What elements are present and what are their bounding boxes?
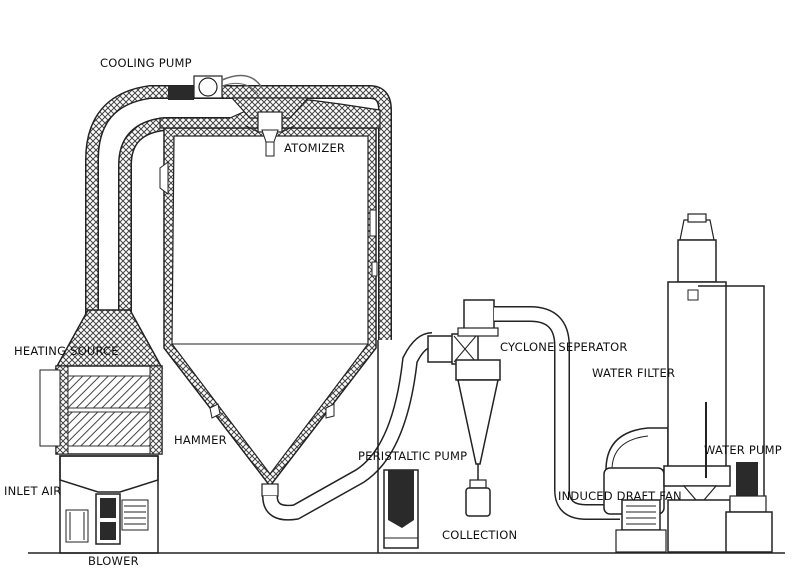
label-water-pump: WATER PUMP	[704, 443, 782, 457]
label-cooling-pump: COOLING PUMP	[100, 56, 192, 70]
heater-unit	[39, 309, 164, 554]
peristaltic-pump	[377, 340, 419, 553]
label-water-filter: WATER FILTER	[592, 366, 676, 380]
water-filter-tower	[663, 213, 765, 553]
label-inlet-air: INLET AIR	[4, 484, 62, 498]
outlet-duct	[262, 332, 433, 521]
induced-draft-fan	[603, 427, 669, 553]
label-peristaltic-pump: PERISTALTIC PUMP	[358, 449, 468, 463]
label-blower: BLOWER	[88, 554, 139, 568]
label-hammer: HAMMER	[174, 433, 227, 447]
label-collection: COLLECTION	[442, 528, 518, 542]
label-atomizer: ATOMIZER	[284, 141, 346, 155]
atomizer	[230, 97, 310, 157]
label-induced-draft-fan: INDUCED DRAFT FAN	[558, 489, 682, 503]
label-heating-source: HEATING SOURCE	[14, 344, 119, 358]
cooling-pump	[168, 74, 263, 100]
cyclone-separator	[427, 299, 620, 520]
water-pump	[725, 462, 773, 553]
label-cyclone-separator: CYCLONE SEPERATOR	[500, 340, 628, 354]
